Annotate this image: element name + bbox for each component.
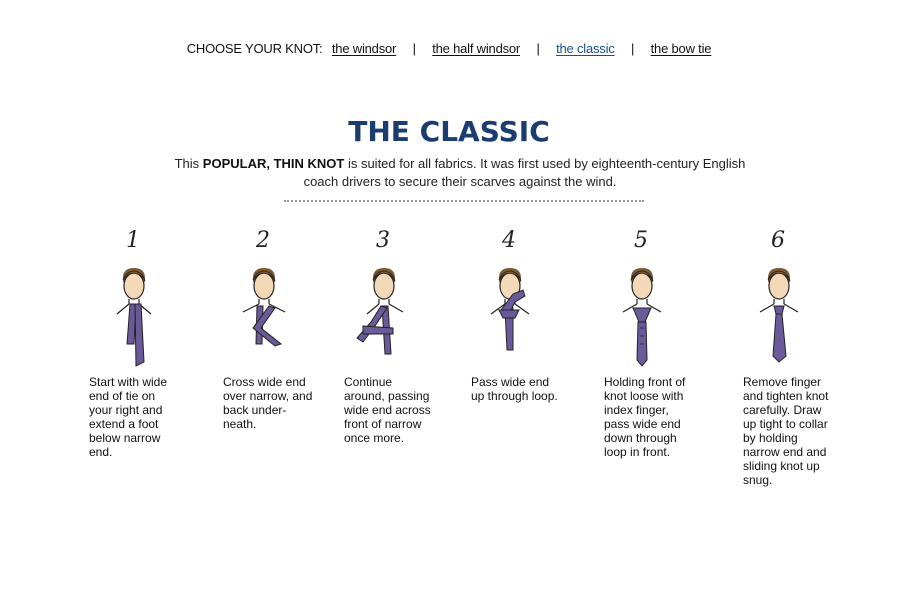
- step-description: Start with wide end of tie on your right…: [89, 375, 168, 459]
- intro-emphasis: POPULAR, THIN KNOT: [202, 156, 345, 171]
- step-number: 1: [126, 228, 140, 253]
- step-number: 2: [256, 228, 270, 253]
- nav-prefix: CHOOSE YOUR KNOT:: [186, 41, 323, 56]
- step-description: Remove finger and tighten knot carefully…: [743, 375, 829, 487]
- step-number: 4: [502, 228, 516, 253]
- man-wearing-tie-icon: [356, 268, 404, 355]
- step-description: Pass wide end up through loop.: [471, 375, 558, 403]
- step-5: 5 Holding front of knot loose with index…: [591, 228, 691, 488]
- step-number: 5: [634, 228, 648, 253]
- intro-lead: This: [174, 156, 203, 171]
- step-3: 3 Continue around, passing wide end acro…: [333, 228, 433, 488]
- step-description: Holding front of knot loose with index f…: [604, 375, 686, 459]
- nav-link-windsor[interactable]: the windsor: [331, 41, 397, 56]
- page-title: THE CLASSIC: [348, 115, 550, 148]
- step-1: 1 Start with wide end of tie on your rig…: [83, 228, 183, 488]
- man-wearing-tie-icon: [490, 268, 530, 351]
- dotted-divider: [284, 200, 644, 202]
- step-description: Continue around, passing wide end across…: [344, 375, 431, 445]
- nav-link-classic[interactable]: the classic: [556, 41, 615, 56]
- step-6: 6 Remove finger and tighten knot careful…: [728, 228, 828, 488]
- man-wearing-tie-icon: [622, 268, 662, 367]
- nav-separator: |: [536, 41, 540, 56]
- man-wearing-tie-icon: [242, 268, 286, 347]
- man-wearing-tie-icon: [116, 268, 152, 367]
- knot-navigation: CHOOSE YOUR KNOT: the windsor | the half…: [0, 41, 898, 56]
- step-number: 6: [771, 228, 785, 253]
- intro-rest: is suited for all fabrics. It was first …: [303, 156, 746, 189]
- nav-link-bow-tie[interactable]: the bow tie: [650, 41, 712, 56]
- nav-separator: |: [631, 41, 635, 56]
- step-4: 4 Pass wide end up through loop.: [459, 228, 559, 488]
- step-2: 2 Cross wide end over narrow, and back u…: [213, 228, 313, 488]
- nav-separator: |: [412, 41, 416, 56]
- step-description: Cross wide end over narrow, and back und…: [223, 375, 313, 431]
- intro-paragraph: This POPULAR, THIN KNOT is suited for al…: [170, 155, 750, 190]
- step-number: 3: [376, 228, 390, 253]
- man-wearing-tie-icon: [759, 268, 799, 363]
- nav-link-half-windsor[interactable]: the half windsor: [432, 41, 521, 56]
